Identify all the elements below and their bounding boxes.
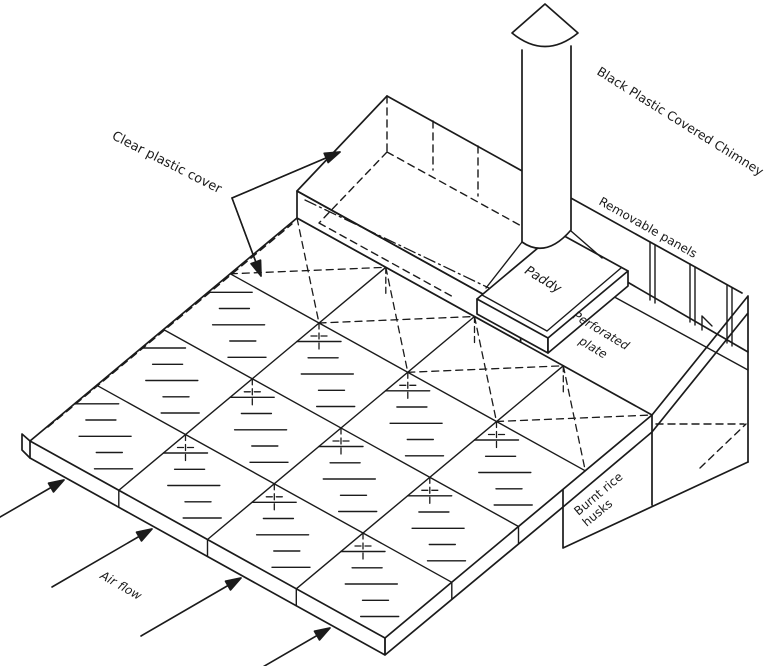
cover-leader-upper-shaft xyxy=(231,157,328,199)
air-flow-arrow-3-shaft xyxy=(140,584,229,637)
end-truss-diagonals xyxy=(651,295,749,463)
air-flow-arrows xyxy=(0,479,331,666)
bed-left-cap xyxy=(21,433,31,459)
panel-dividers xyxy=(614,241,733,347)
chimney-cap xyxy=(511,3,579,48)
box-hidden-edges xyxy=(318,95,526,299)
wall-bottom-edge xyxy=(616,275,749,353)
plastic-cover-hatching xyxy=(74,291,533,618)
hidden-frame-braces xyxy=(176,217,653,560)
air-flow-arrow-3-head xyxy=(224,577,242,591)
air-flow-arrow-4-head xyxy=(313,627,331,641)
box-top-edges xyxy=(296,95,522,316)
wall-base-edge xyxy=(597,287,749,371)
drying-bed xyxy=(21,217,653,656)
bed-band-steps xyxy=(118,489,520,656)
cover-leader-lower-shaft xyxy=(231,197,257,263)
cover-leader-lines xyxy=(231,151,341,277)
air-flow-arrow-4-shaft xyxy=(262,634,318,666)
air-flow-arrow-2-shaft xyxy=(51,535,140,588)
label-black-plastic-chimney: Black Plastic Covered Chimney xyxy=(594,64,766,180)
hatch-dashes xyxy=(74,291,533,618)
end-face-edges xyxy=(562,414,749,549)
label-air-flow: Air flow xyxy=(97,568,144,603)
cover-leader-upper-head xyxy=(323,151,341,164)
tray-lip-right xyxy=(547,270,629,354)
cover-leader-lower-head xyxy=(250,259,262,277)
air-flow-arrow-2-head xyxy=(135,528,153,542)
panel-bracket xyxy=(701,315,713,331)
x-braces xyxy=(229,217,653,472)
chimney-body-outline xyxy=(521,45,572,250)
bed-front-band xyxy=(29,431,653,656)
tray-top-fill xyxy=(477,232,628,338)
air-flow-arrow-1-shaft xyxy=(0,486,52,519)
label-removable-panels: Removable panels xyxy=(596,194,699,261)
tray-chimney-connectors xyxy=(485,230,603,289)
label-clear-plastic-cover: Clear plastic cover xyxy=(109,129,224,198)
chimney-body-fill xyxy=(522,44,571,249)
air-flow-arrow-1-head xyxy=(47,479,65,493)
tray-rim xyxy=(481,267,622,332)
right-end-structure xyxy=(562,295,749,549)
bed-hidden-edge xyxy=(47,223,293,428)
chimney xyxy=(511,3,579,250)
end-hidden-lines xyxy=(655,423,747,469)
support-verticals xyxy=(176,266,564,560)
